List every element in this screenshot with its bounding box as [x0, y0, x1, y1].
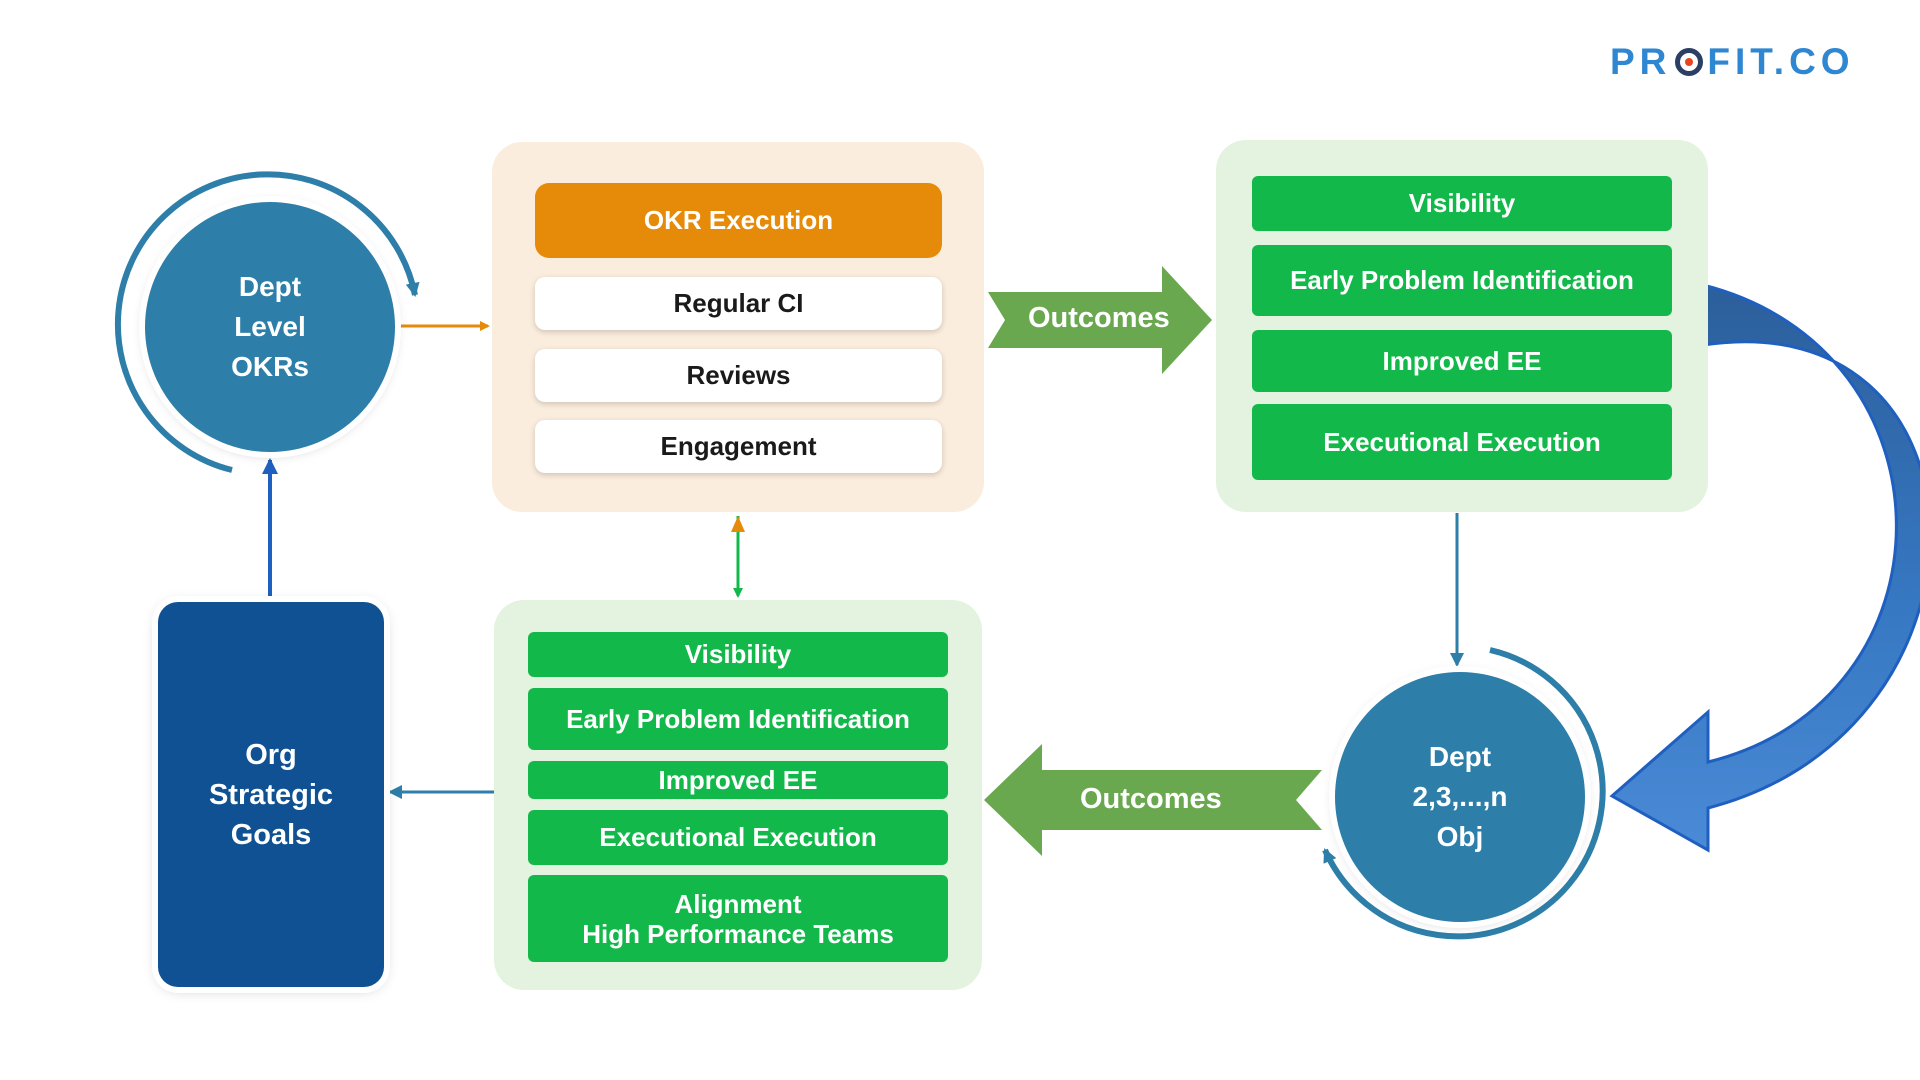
dept-level-okrs-circle: Dept Level OKRs [145, 202, 395, 452]
dept-level-line-3: OKRs [231, 351, 309, 382]
dept-obj-line-3: Obj [1436, 821, 1484, 852]
dept-level-line-1: Dept [238, 271, 302, 302]
top-outcome-executional-execution: Executional Execution [1252, 404, 1672, 480]
profit-co-logo: PR FIT.CO [1610, 40, 1855, 84]
top-outcome-early-problem-identification: Early Problem Identification [1252, 245, 1672, 316]
high-performance-teams-line: High Performance Teams [582, 918, 894, 949]
dept-obj-line-1: Dept [1428, 741, 1492, 772]
org-goals-line-2: Strategic [208, 778, 334, 811]
alignment-line: Alignment [674, 888, 802, 919]
logo-text-end: FIT.CO [1707, 41, 1855, 82]
dept-level-line-2: Level [234, 311, 306, 342]
bottom-outcome-visibility: Visibility [528, 632, 948, 677]
outcomes-arrow-bottom [984, 744, 1322, 856]
okr-execution-header: OKR Execution [535, 183, 942, 258]
logo-target-icon [1675, 48, 1704, 76]
top-outcome-improved-ee: Improved EE [1252, 330, 1672, 392]
bottom-outcome-executional-execution: Executional Execution [528, 810, 948, 865]
logo-text-start: PR [1610, 41, 1672, 82]
cycle-arrow-dept-obj [1322, 647, 1606, 940]
top-outcome-visibility: Visibility [1252, 176, 1672, 231]
outcomes-arrow-top [988, 266, 1212, 374]
execution-item-reviews: Reviews [535, 349, 942, 402]
dept-obj-line-2: 2,3,...,n [1412, 781, 1508, 812]
dept-obj-circle: Dept 2,3,...,n Obj [1335, 672, 1585, 922]
org-goals-line-3: Goals [230, 818, 312, 851]
bottom-outcome-early-problem-identification: Early Problem Identification [528, 688, 948, 750]
outcomes-label-bottom: Outcomes [1080, 783, 1222, 815]
bottom-outcome-improved-ee: Improved EE [528, 761, 948, 799]
execution-item-regular-ci: Regular CI [535, 277, 942, 330]
execution-item-engagement: Engagement [535, 420, 942, 473]
outcomes-label-top: Outcomes [1028, 302, 1170, 334]
org-strategic-goals-box: Org Strategic Goals [158, 602, 384, 987]
cycle-arrow-dept-level [114, 171, 420, 473]
org-goals-line-1: Org [245, 738, 297, 771]
curved-blue-arrow [1609, 283, 1920, 853]
bottom-outcome-alignment-hpt: Alignment High Performance Teams [528, 875, 948, 962]
